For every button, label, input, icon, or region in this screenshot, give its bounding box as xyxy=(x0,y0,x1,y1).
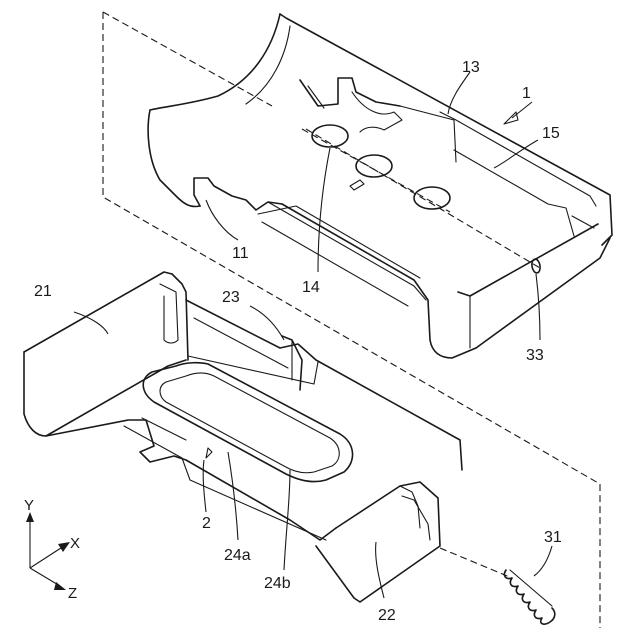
axis-label-y: Y xyxy=(24,497,34,514)
spring-31 xyxy=(504,570,554,624)
axis-label-z: Z xyxy=(68,585,77,602)
housing-part-1 xyxy=(148,14,612,358)
axis-label-x: X xyxy=(70,535,80,552)
label-22: 22 xyxy=(378,607,396,624)
label-31: 31 xyxy=(544,529,562,546)
label-21: 21 xyxy=(34,283,52,300)
label-15: 15 xyxy=(542,125,560,142)
leader-lines xyxy=(74,72,552,598)
label-2: 2 xyxy=(202,515,211,532)
label-14: 14 xyxy=(302,279,320,296)
coordinate-axes xyxy=(26,512,70,590)
label-33: 33 xyxy=(526,347,544,364)
label-23: 23 xyxy=(222,289,240,306)
label-11: 11 xyxy=(232,245,249,262)
label-1: 1 xyxy=(522,85,531,102)
label-24a: 24a xyxy=(224,547,251,564)
label-24b: 24b xyxy=(264,575,291,592)
label-13: 13 xyxy=(462,59,480,76)
